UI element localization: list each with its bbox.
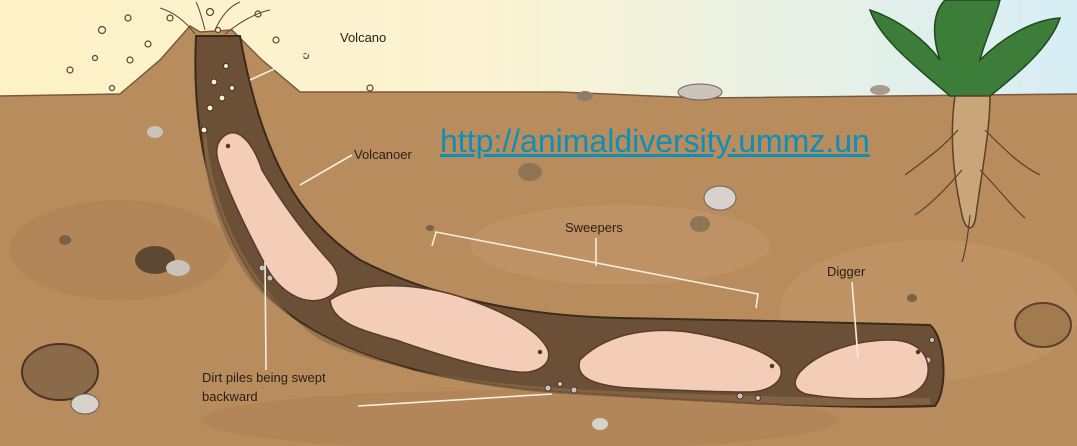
pebble [426,225,434,231]
pebble [690,216,710,232]
label-volcano: Volcano [340,28,386,47]
pebble [907,294,917,302]
soil-patch [10,200,230,300]
pebble [1015,303,1071,347]
pebble [59,235,71,245]
label-volcanoer: Volcanoer [354,145,412,164]
label-dirt-piles: Dirt piles being swept backward [202,368,332,406]
pebble [577,91,593,101]
source-link[interactable]: http://animaldiversity.ummz.un [440,121,870,161]
pebble [71,394,99,414]
pebble [518,163,542,181]
pebble [166,260,190,276]
pebble [678,84,722,100]
label-sweepers: Sweepers [565,218,623,237]
pebble [870,85,890,95]
pebble [704,186,736,210]
pebble [22,344,98,400]
soil-patch [470,205,770,285]
pebble [147,126,163,138]
label-digger: Digger [827,262,865,281]
pebble [592,418,608,430]
leader-dirt [265,262,266,370]
